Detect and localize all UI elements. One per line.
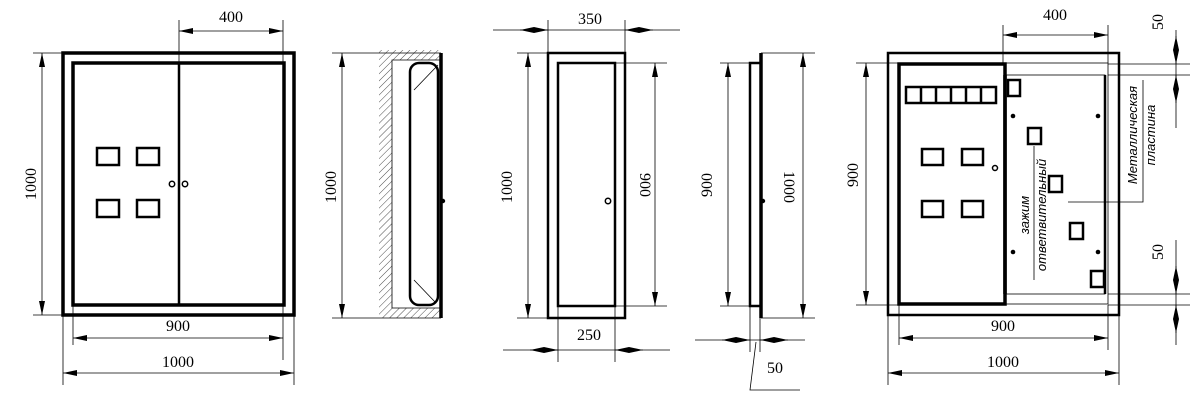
meter-window: [135, 146, 161, 167]
meter-window: [95, 198, 121, 219]
plate-label: Металлическая: [1125, 86, 1140, 184]
door-lock-icon: [181, 180, 189, 188]
dim-label: 350: [578, 11, 602, 28]
dim-label: 900: [845, 163, 862, 187]
dim-label: 1000: [499, 171, 516, 203]
door-lock-icon: [991, 164, 999, 172]
clamps: [1006, 78, 1106, 289]
door-lock-icon: [168, 180, 176, 188]
outer-frame: [61, 51, 296, 317]
meter-window: [920, 147, 945, 167]
outer-frame: [546, 51, 627, 320]
door-frame: [556, 61, 617, 308]
meter-window: [135, 198, 161, 219]
front-view: 400 1000 900 1000: [23, 9, 296, 385]
dim-label: 900: [636, 173, 653, 197]
dim-label: 50: [1150, 14, 1167, 30]
metal-plate: [1004, 74, 1106, 295]
meter-window: [960, 147, 985, 167]
clamp-label: зажим: [1017, 196, 1032, 235]
dim-label: 1000: [162, 354, 194, 371]
dim-label: 900: [166, 318, 190, 335]
clamp-label: ответвительный: [1034, 159, 1049, 271]
meter-window: [920, 199, 945, 219]
mounting-points: [1010, 113, 1101, 255]
dim-label: 900: [699, 173, 716, 197]
dim-label: 1000: [323, 171, 340, 203]
plate-label: пластина: [1143, 105, 1158, 166]
side-view-wall: 1000: [323, 50, 446, 319]
meter-window: [960, 199, 985, 219]
dim-label: 50: [767, 360, 783, 377]
open-view: зажим ответвительный Металлическая пласт…: [845, 7, 1190, 385]
narrow-side-view: 900 1000 50: [695, 52, 815, 391]
narrow-front-view: 350 1000 900 250: [493, 11, 680, 362]
dim-label: 400: [1043, 7, 1067, 24]
outer-frame: [886, 51, 1121, 317]
handle-icon: [440, 198, 446, 204]
door-lock-icon: [604, 197, 612, 205]
dim-label: 1000: [987, 354, 1019, 371]
dim-label: 400: [219, 9, 243, 26]
meter-window: [95, 146, 121, 167]
cabinet-body: [408, 61, 440, 307]
breaker-row: [904, 85, 998, 105]
handle-icon: [760, 198, 766, 204]
dim-label: 900: [991, 318, 1015, 335]
dim-label: 1000: [23, 168, 40, 200]
dim-label: 50: [1150, 244, 1167, 260]
dim-label: 250: [577, 327, 601, 344]
wall-hatch: [379, 50, 441, 318]
dim-label: 1000: [780, 171, 797, 203]
